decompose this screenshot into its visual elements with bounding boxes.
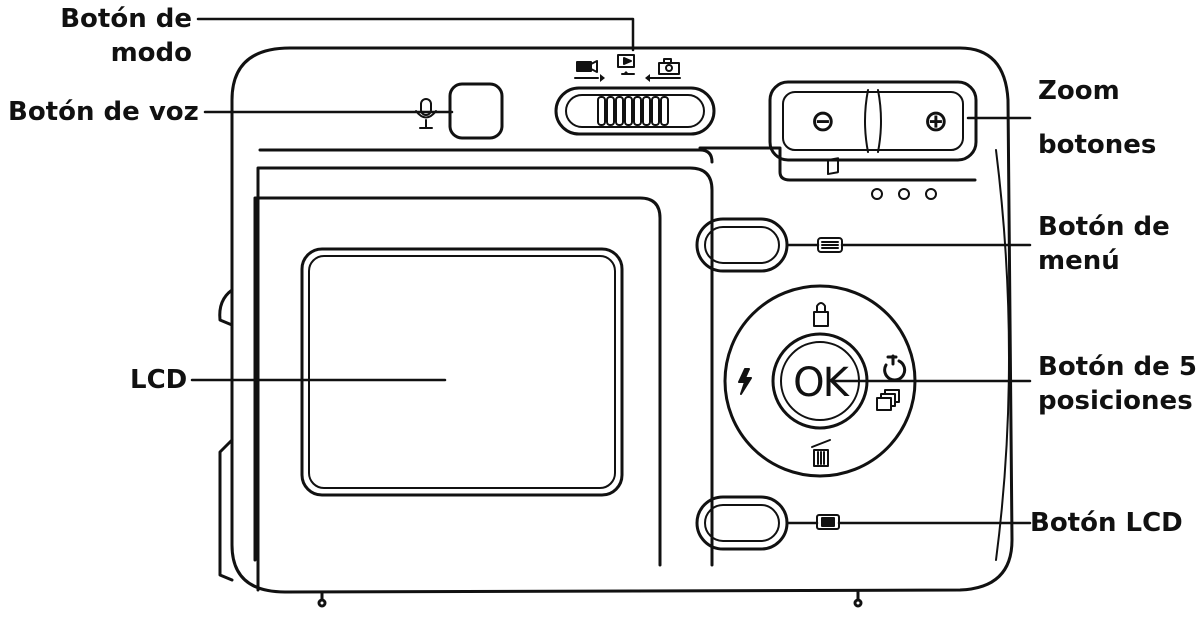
top-step-left (258, 148, 714, 164)
label-five-way-line1: Botón de 5 (1038, 352, 1197, 382)
lcd-button-inner (704, 504, 780, 542)
video-camera-icon (574, 60, 599, 79)
camera-icon (649, 58, 681, 79)
zoom-out-icon[interactable]: ⊖ (810, 104, 835, 139)
camera-body-inner-edge (995, 149, 1010, 561)
foot-left-dot (317, 598, 327, 608)
lcd-icon (816, 514, 840, 530)
side-door (218, 438, 234, 582)
label-mode-button-line1: Botón de (60, 4, 192, 34)
mode-switch-inner (565, 94, 705, 128)
mode-switch-ridges (597, 96, 669, 126)
label-voice-button: Botón de voz (8, 97, 199, 127)
ok-text: OK (793, 360, 850, 406)
lock-icon (813, 157, 839, 327)
label-menu-button-line1: Botón de (1038, 212, 1170, 242)
label-five-way-button: Botón de 5 posiciones (1038, 350, 1197, 418)
label-mode-button-line2: modo (110, 38, 192, 68)
lcd-screen-inner (308, 255, 616, 489)
menu-icon (817, 237, 843, 253)
microphone-icon (415, 98, 437, 129)
menu-button-inner (704, 226, 780, 264)
top-step (698, 146, 977, 182)
zoom-in-icon[interactable]: ⊕ (923, 104, 948, 139)
flash-icon (738, 368, 752, 395)
indicator-dot-1 (871, 188, 883, 200)
zoom-housing (768, 80, 978, 162)
label-menu-button: Botón de menú (1038, 210, 1170, 278)
mode-indicators (600, 71, 650, 82)
lcd-panel (253, 196, 662, 567)
foot-right-dot (853, 598, 863, 608)
trash-icon (811, 439, 831, 467)
label-zoom-line2: botones (1038, 130, 1157, 160)
burst-icon (876, 389, 900, 411)
mode-switch[interactable] (554, 86, 716, 136)
zoom-divider (864, 89, 882, 153)
camera-body (230, 46, 1014, 594)
lcd-screen (300, 247, 624, 497)
label-lcd-button: Botón LCD (1030, 508, 1183, 538)
side-port (218, 288, 234, 327)
timer-icon (883, 354, 907, 382)
label-five-way-line2: posiciones (1038, 386, 1193, 416)
leader-mode (196, 17, 635, 52)
indicator-dot-2 (898, 188, 910, 200)
voice-button[interactable] (448, 82, 504, 140)
label-lcd: LCD (130, 365, 188, 395)
label-mode-button: Botón de modo (60, 2, 192, 70)
label-menu-button-line2: menú (1038, 246, 1120, 276)
label-zoom-line1: Zoom (1038, 76, 1120, 106)
zoom-housing-inner (782, 91, 964, 151)
indicator-dot-3 (925, 188, 937, 200)
